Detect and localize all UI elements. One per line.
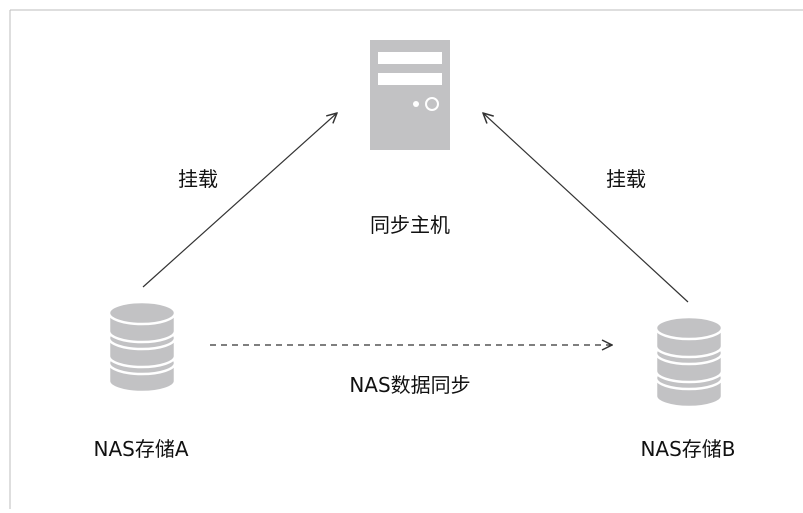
host-label: 同步主机 <box>370 213 450 237</box>
database-icon-a <box>107 300 177 394</box>
sync-label: NAS数据同步 <box>349 373 470 397</box>
database-icon-b <box>654 315 724 409</box>
nas-a-label: NAS存储A <box>93 437 188 461</box>
mount-arrow-right <box>483 113 689 303</box>
nas-b-label: NAS存储B <box>640 437 735 461</box>
mount-label-left: 挂载 <box>178 167 218 191</box>
mount-arrow-left <box>142 113 337 288</box>
server-icon <box>370 40 450 150</box>
mount-label-right: 挂载 <box>606 167 646 191</box>
